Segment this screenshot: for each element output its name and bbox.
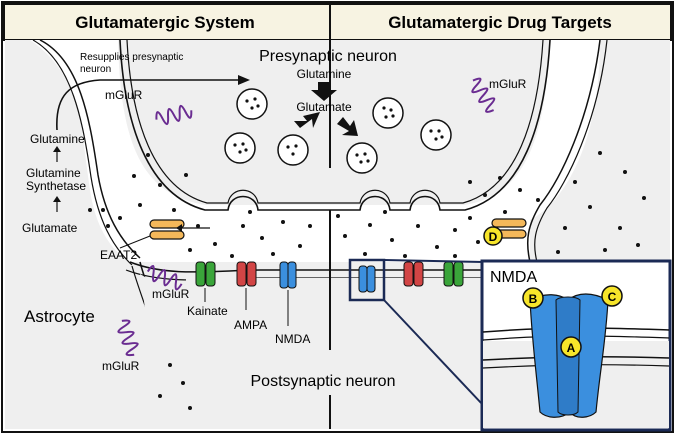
mglur-label-right: mGluR bbox=[489, 77, 527, 91]
resupply-line-2: neuron bbox=[80, 64, 111, 75]
site-a-label: A bbox=[567, 341, 576, 355]
site-b-circle bbox=[522, 287, 544, 309]
resupply-arrow bbox=[56, 79, 240, 131]
astrocyte-glutamate-label: Glutamate bbox=[22, 221, 78, 235]
kainate-label: Kainate bbox=[187, 304, 228, 318]
ampa-receptor bbox=[236, 261, 257, 287]
postsynaptic-neuron-label: Postsynaptic neuron bbox=[251, 373, 396, 390]
presynaptic-glutamate-label: Glutamate bbox=[296, 100, 352, 114]
target-d-label: D bbox=[489, 230, 498, 244]
presynaptic-glutamine-label: Glutamine bbox=[297, 67, 352, 81]
zoom-line-bottom bbox=[383, 299, 484, 406]
nmda-label: NMDA bbox=[275, 332, 310, 346]
presynaptic-terminal bbox=[125, 40, 545, 205]
astrocyte-label: Astrocyte bbox=[24, 307, 95, 326]
eaat2-transporter bbox=[149, 219, 210, 240]
mglur-label-top: mGluR bbox=[105, 88, 143, 102]
nmda-receptor bbox=[279, 261, 297, 289]
glutamate-left-arrow bbox=[294, 112, 320, 128]
glutamate-right-arrow bbox=[337, 117, 358, 136]
site-b-label: B bbox=[529, 292, 538, 306]
mglur-label-astro: mGluR bbox=[102, 359, 140, 373]
astrocyte-glutamine-label: Glutamine bbox=[30, 132, 85, 146]
astrocyte-membrane-outer bbox=[39, 40, 141, 259]
nmda-highlight-box bbox=[348, 258, 386, 302]
kainate-receptor bbox=[195, 261, 216, 287]
target-d-circle bbox=[483, 226, 503, 246]
right-ampa-receptor bbox=[403, 261, 424, 287]
glutamine-to-glutamate-arrow bbox=[311, 82, 337, 101]
right-kainate-receptor bbox=[443, 261, 464, 287]
vesicles bbox=[224, 88, 452, 174]
presynaptic-neuron-label: Presynaptic neuron bbox=[259, 48, 397, 65]
inset-title: NMDA bbox=[490, 269, 537, 286]
site-c-label: C bbox=[608, 290, 617, 304]
header-bar bbox=[3, 3, 672, 41]
right-header-title: Glutamatergic Drug Targets bbox=[388, 13, 612, 32]
right-nmda-receptor bbox=[358, 265, 376, 293]
synthetase-line-1: Glutamine bbox=[26, 166, 81, 180]
nmda-inset: NMDA B C A bbox=[480, 259, 672, 432]
glutamate-molecules bbox=[88, 151, 646, 410]
site-a-circle bbox=[560, 336, 582, 358]
site-c-circle bbox=[601, 285, 623, 307]
mglur-receptors bbox=[117, 77, 496, 357]
eaat2-label: EAAT2 bbox=[100, 248, 137, 262]
ampa-label: AMPA bbox=[234, 318, 267, 332]
resupply-line-1: Resupplies presynaptic bbox=[80, 52, 183, 63]
mglur-label-post: mGluR bbox=[152, 287, 190, 301]
zoom-line-top bbox=[383, 259, 484, 263]
synthetase-line-2: Synthetase bbox=[26, 179, 86, 193]
left-header-title: Glutamatergic System bbox=[75, 13, 255, 32]
